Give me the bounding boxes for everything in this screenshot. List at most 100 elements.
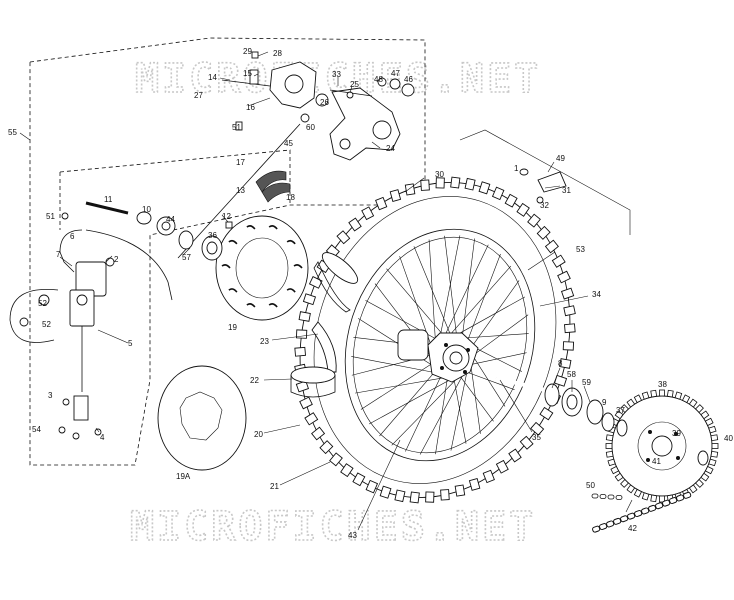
sprocket-tooth <box>650 494 658 503</box>
spoke <box>450 365 469 451</box>
tire-knob <box>435 177 445 189</box>
sprocket-tooth <box>666 389 674 398</box>
tire-knob <box>365 479 379 494</box>
tire-knob <box>527 213 541 228</box>
rear-hub <box>397 329 479 383</box>
tire-knob <box>420 179 430 191</box>
callout-2: 2 <box>114 255 119 264</box>
callout-50: 50 <box>586 481 595 490</box>
spoke <box>419 371 465 455</box>
disc-slot <box>228 288 238 293</box>
callout-16: 16 <box>246 103 255 112</box>
callout-36: 36 <box>208 231 217 240</box>
spoke <box>439 235 461 341</box>
spoke <box>351 356 442 375</box>
master-link-part <box>607 494 615 500</box>
tire-knob <box>294 346 306 357</box>
spoke <box>459 375 494 422</box>
tire-knob <box>295 329 308 339</box>
tire-knob <box>409 491 420 504</box>
spoke <box>450 265 512 335</box>
tire-knob <box>298 311 311 322</box>
disc-slot <box>268 225 278 230</box>
tire-knob <box>329 452 343 467</box>
tire-knob <box>539 406 554 421</box>
tire-knob <box>564 323 576 334</box>
spoke <box>464 371 515 390</box>
callout-14: 14 <box>208 73 217 82</box>
leader-lines <box>19 51 633 531</box>
tire-knob <box>482 469 495 484</box>
callout-19a: 19A <box>176 472 191 481</box>
callout-51-left: 51 <box>46 212 55 221</box>
spoke <box>368 377 454 425</box>
sprocket-tooth <box>695 479 704 488</box>
disc-slot <box>286 288 296 293</box>
callout-29: 29 <box>243 47 252 56</box>
callout-52-upper: 52 <box>38 299 47 308</box>
callout-57: 57 <box>182 253 191 262</box>
brake-disc-19a <box>157 365 247 471</box>
callout-59: 59 <box>582 378 591 387</box>
tire-knob <box>375 196 388 211</box>
callout-41: 41 <box>652 457 661 466</box>
spoke <box>428 239 437 347</box>
sprocket-tooth <box>607 458 616 467</box>
sprocket-tooth <box>605 450 614 458</box>
callout-27: 27 <box>194 91 203 100</box>
master-link-part <box>591 493 599 499</box>
callout-55: 55 <box>8 128 17 137</box>
brake-disc-19 <box>215 215 309 321</box>
rear-axle-stack <box>495 376 709 466</box>
callout-17: 17 <box>236 158 245 167</box>
sprocket-tooth <box>688 398 698 408</box>
callout-35: 35 <box>532 433 541 442</box>
callout-33: 33 <box>332 70 341 79</box>
sprocket-tooth <box>659 389 665 397</box>
brake-caliper-assembly <box>221 51 329 123</box>
sprocket-tooth <box>674 391 683 400</box>
sprocket-tooth <box>704 465 714 475</box>
callout-9: 9 <box>602 398 607 407</box>
tire-knob <box>504 193 518 208</box>
master-link-part <box>615 495 623 500</box>
sprocket-tooth <box>633 488 643 498</box>
callout-53: 53 <box>576 245 585 254</box>
sprocket-tooth <box>700 472 710 482</box>
callout-6: 6 <box>70 232 75 241</box>
spoke <box>444 244 489 337</box>
tire-knob <box>304 412 319 426</box>
tire-knob <box>389 189 402 203</box>
callout-49: 49 <box>556 154 565 163</box>
tire-knob <box>551 254 566 268</box>
callout-1: 1 <box>514 164 519 173</box>
callout-37: 37 <box>616 406 625 415</box>
sprocket-tooth <box>620 404 629 413</box>
spoke <box>462 333 529 339</box>
tire-knob <box>560 287 575 300</box>
spoke <box>355 376 448 394</box>
callout-58: 58 <box>567 370 576 379</box>
tire-knob <box>295 380 310 393</box>
disc-slot <box>268 303 278 308</box>
callout-23: 23 <box>260 337 269 346</box>
tire-knob <box>425 491 435 503</box>
callout-45: 45 <box>284 139 293 148</box>
sprocket-tooth <box>626 484 636 494</box>
rear-sprocket <box>605 389 719 503</box>
spoke <box>469 350 506 407</box>
callout-48: 48 <box>374 75 383 84</box>
callout-44: 44 <box>166 215 175 224</box>
callout-24: 24 <box>386 144 395 153</box>
sprocket-tooth <box>659 495 665 503</box>
spoke <box>469 358 481 434</box>
callout-47: 47 <box>391 69 400 78</box>
sprocket-tooth <box>614 472 624 482</box>
tire-knob <box>563 305 576 317</box>
tire-knob <box>352 472 366 487</box>
tire-knob <box>495 459 509 474</box>
tire-knob <box>348 217 362 232</box>
top-right-small-parts <box>377 77 567 204</box>
sprocket-tooth <box>610 465 620 475</box>
tire-knob <box>311 426 326 441</box>
